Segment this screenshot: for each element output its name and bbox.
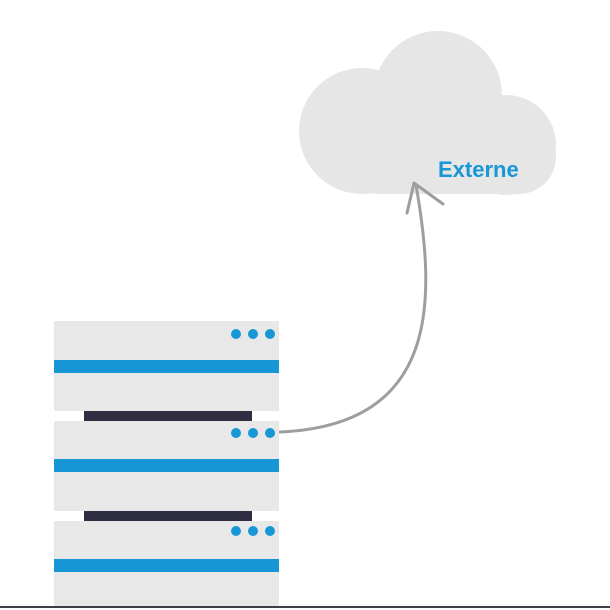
server-separator xyxy=(84,409,252,421)
indicator-light xyxy=(248,526,258,536)
indicator-light xyxy=(231,526,241,536)
server-rack-icon xyxy=(54,321,279,607)
arrow-head xyxy=(405,181,445,215)
server-unit-2 xyxy=(54,421,279,511)
server-unit-3 xyxy=(54,521,279,607)
ground-line xyxy=(0,606,610,608)
indicator-light xyxy=(265,428,275,438)
indicator-light xyxy=(265,329,275,339)
indicator-light xyxy=(231,428,241,438)
cloud-label: Externe xyxy=(438,157,519,182)
connection-arrow xyxy=(278,181,445,434)
cloud-icon xyxy=(299,31,556,195)
indicator-light xyxy=(265,526,275,536)
server-stripe xyxy=(54,559,279,572)
indicator-light xyxy=(231,329,241,339)
server-stripe xyxy=(54,459,279,472)
curved-arrow-icon xyxy=(278,183,428,434)
cloud: Externe xyxy=(299,31,556,195)
indicator-light xyxy=(248,428,258,438)
server-separator xyxy=(84,509,252,521)
server-unit-1 xyxy=(54,321,279,411)
server-stripe xyxy=(54,360,279,373)
indicator-light xyxy=(248,329,258,339)
